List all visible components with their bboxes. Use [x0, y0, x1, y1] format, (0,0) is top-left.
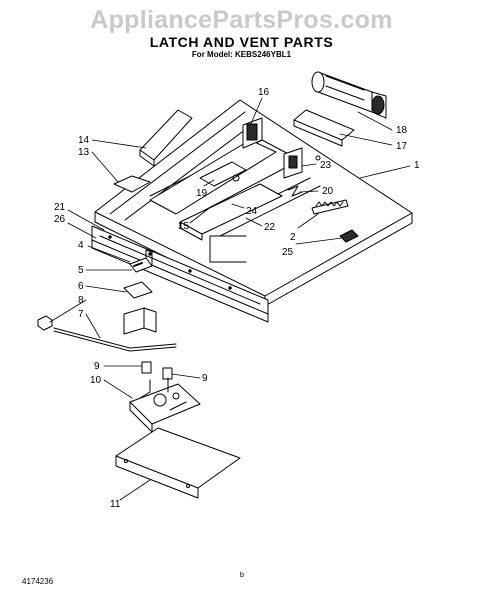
- vent-housing-part: [149, 117, 277, 215]
- callout-4: 4: [78, 240, 84, 251]
- callout-5: 5: [78, 265, 84, 276]
- callout-13: 13: [78, 147, 90, 158]
- diagram-title: LATCH AND VENT PARTS: [149, 34, 334, 50]
- clip-part: [287, 185, 303, 197]
- callout-24: 24: [246, 206, 258, 217]
- callout-14: 14: [78, 135, 90, 146]
- motor-bracket-part: [293, 109, 355, 147]
- callout-10: 10: [90, 375, 102, 386]
- footer-code: 4174236: [22, 577, 54, 586]
- callout-21: 21: [54, 202, 66, 213]
- vent-deflector-part: [113, 109, 193, 193]
- latch-assembly-part: [129, 361, 201, 433]
- latch-switch-part: [129, 249, 153, 273]
- callout-22: 22: [264, 222, 276, 233]
- latch-clip-part: [339, 229, 359, 243]
- callout-18: 18: [396, 125, 408, 136]
- callout-20: 20: [322, 186, 334, 197]
- latch-rod-part: [53, 327, 177, 352]
- callout-23: 23: [320, 160, 332, 171]
- diagram-subtitle: For Model: KEBS246YBL1: [191, 50, 292, 59]
- callout-9-right: 9: [202, 373, 208, 384]
- spring-strip-part: [311, 199, 349, 215]
- callout-2: 2: [290, 232, 296, 243]
- duct-part: [179, 183, 283, 241]
- callout-labels: 14 13 16 18 17 1 23 19 20 15 24 22 2 25 …: [54, 87, 420, 510]
- callout-15: 15: [178, 221, 190, 232]
- damper-part: [283, 147, 321, 179]
- callout-26: 26: [54, 214, 66, 225]
- callout-1: 1: [414, 160, 420, 171]
- latch-bracket-part: [123, 307, 157, 335]
- callout-9-left: 9: [94, 361, 100, 372]
- front-rail-part: [91, 225, 269, 323]
- stop-part: [37, 315, 53, 331]
- callout-16: 16: [258, 87, 270, 98]
- callout-7: 7: [78, 309, 84, 320]
- callout-8: 8: [78, 295, 84, 306]
- fan-motor-part: [311, 71, 387, 119]
- callout-19: 19: [196, 188, 208, 199]
- footer-page: b: [240, 572, 244, 579]
- callout-6: 6: [78, 281, 84, 292]
- leader-lines: [49, 97, 411, 501]
- watermark: AppliancePartsPros.com: [90, 6, 393, 34]
- callout-11: 11: [110, 499, 121, 510]
- switch-plate-part: [123, 281, 153, 299]
- callout-17: 17: [396, 141, 408, 152]
- bottom-cover-part: [115, 427, 241, 499]
- callout-25: 25: [282, 247, 294, 258]
